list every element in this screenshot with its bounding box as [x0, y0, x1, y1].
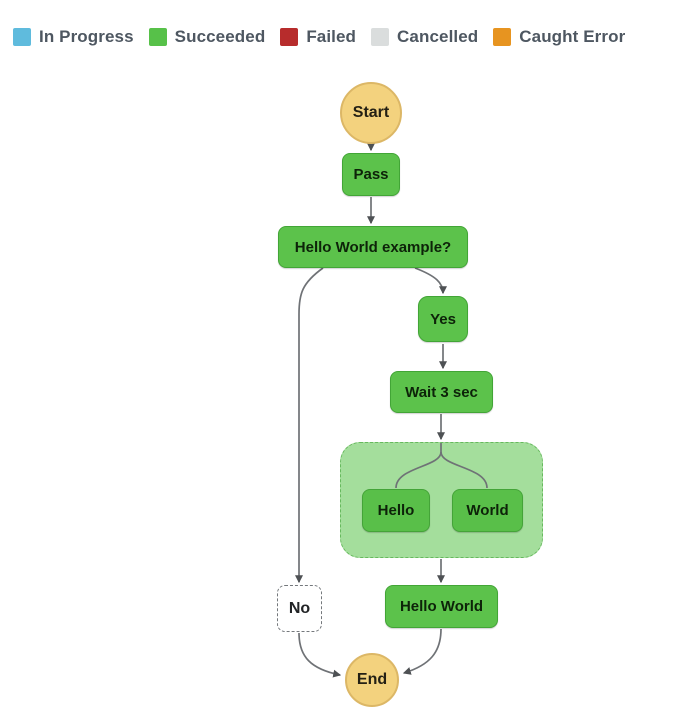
node-start[interactable]: Start [340, 82, 402, 144]
failed-swatch-icon [280, 28, 299, 46]
node-yes-label: Yes [430, 310, 456, 328]
legend-label-in-progress: In Progress [39, 27, 134, 46]
node-wait-3-sec[interactable]: Wait 3 sec [390, 371, 493, 413]
node-hello[interactable]: Hello [362, 489, 430, 532]
edge-hello-world-to-end [402, 628, 442, 675]
legend-label-succeeded: Succeeded [174, 27, 266, 46]
in-progress-swatch-icon [13, 28, 31, 46]
edge-choice-to-no [295, 267, 324, 584]
legend-label-failed: Failed [306, 27, 357, 46]
cancelled-swatch-icon [371, 28, 390, 46]
edge-choice-to-yes [414, 267, 447, 295]
legend-label-cancelled: Cancelled [397, 27, 479, 46]
caught-error-swatch-icon [493, 28, 512, 46]
node-hello-label: Hello [377, 502, 415, 519]
node-pass[interactable]: Pass [342, 153, 400, 196]
node-wait-label: Wait 3 sec [405, 383, 478, 401]
node-no[interactable]: No [277, 585, 322, 632]
node-no-label: No [288, 599, 311, 617]
node-start-label: Start [352, 104, 390, 121]
node-choice-hello-world-example[interactable]: Hello World example? [278, 226, 468, 268]
legend-item-in-progress: In Progress [13, 27, 134, 47]
legend-item-cancelled: Cancelled [371, 27, 478, 47]
node-yes[interactable]: Yes [418, 296, 468, 342]
node-choice-label: Hello World example? [294, 238, 452, 256]
edge-no-to-end [298, 632, 342, 678]
legend-item-caught-error: Caught Error [493, 27, 625, 47]
legend-item-succeeded: Succeeded [148, 27, 266, 47]
node-pass-label: Pass [353, 166, 389, 183]
status-legend: In Progress Succeeded Failed Cancelled C… [13, 27, 694, 47]
node-end-label: End [356, 671, 388, 688]
node-end[interactable]: End [345, 653, 399, 707]
node-hello-world[interactable]: Hello World [385, 585, 498, 628]
node-world-label: World [466, 502, 509, 519]
legend-item-failed: Failed [280, 27, 356, 47]
node-hello-world-label: Hello World [399, 598, 484, 615]
succeeded-swatch-icon [148, 28, 167, 46]
legend-label-caught-error: Caught Error [519, 27, 626, 46]
node-world[interactable]: World [452, 489, 523, 532]
